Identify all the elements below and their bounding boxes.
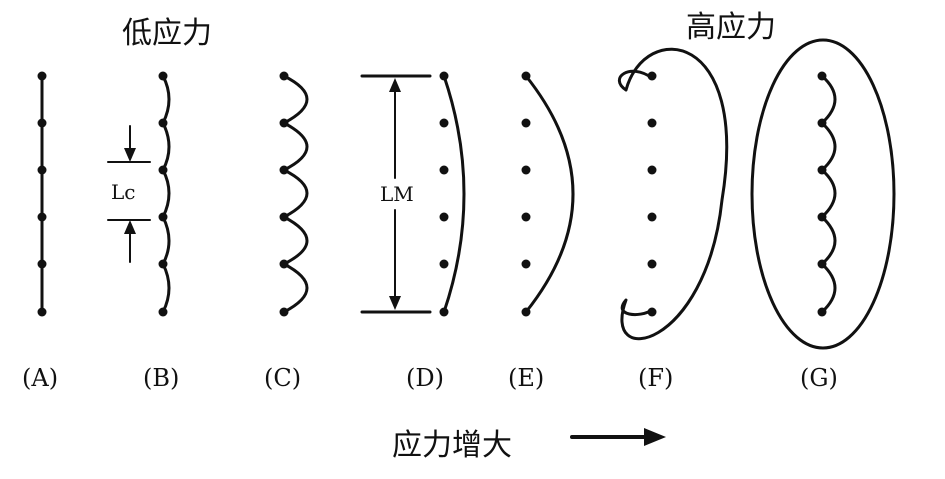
pin-point <box>817 165 827 175</box>
pin-point <box>158 118 168 128</box>
pin-point <box>647 307 657 317</box>
pin-point <box>439 165 449 175</box>
pin-point <box>647 71 657 81</box>
pin-point <box>521 118 531 128</box>
curve-e <box>524 74 575 314</box>
panel-label-d: (D) <box>406 364 444 392</box>
pin-point <box>158 307 168 317</box>
panel-label-a: (A) <box>22 364 59 392</box>
pin-point <box>817 118 827 128</box>
pin-point <box>279 165 289 175</box>
lc-arrowhead-lower <box>124 220 136 234</box>
lm-arrowhead-bottom <box>389 296 401 310</box>
pin-point <box>158 259 168 269</box>
pin-point <box>439 259 449 269</box>
lm-arrowhead-top <box>389 78 401 92</box>
title-high-stress: 高应力 <box>686 10 776 45</box>
pin-point <box>439 118 449 128</box>
pin-point <box>647 259 657 269</box>
panel-label-g: (G) <box>800 364 838 392</box>
pin-point <box>521 307 531 317</box>
curve-f <box>617 47 729 341</box>
pin-point <box>647 165 657 175</box>
pin-point <box>37 118 47 128</box>
pin-point <box>521 165 531 175</box>
title-low-stress: 低应力 <box>122 16 212 51</box>
pin-point <box>37 165 47 175</box>
pin-point <box>521 259 531 269</box>
pin-point <box>279 212 289 222</box>
stress-increase-caption: 应力增大 <box>392 428 512 463</box>
pin-point <box>439 212 449 222</box>
pin-point <box>647 118 657 128</box>
pin-point <box>521 71 531 81</box>
pin-point <box>37 307 47 317</box>
panel-label-b: (B) <box>143 364 180 392</box>
label-lm: LM <box>378 182 416 206</box>
pin-point <box>279 71 289 81</box>
pin-point <box>279 118 289 128</box>
stress-arrowhead <box>644 428 666 446</box>
panel-label-f: (F) <box>638 364 674 392</box>
pin-point <box>158 71 168 81</box>
loop-g <box>750 38 896 350</box>
label-lc: Lc <box>111 180 136 204</box>
curve-d <box>442 74 466 314</box>
curve-c <box>282 74 309 314</box>
pin-point <box>817 307 827 317</box>
pin-point <box>817 71 827 81</box>
lc-arrowhead-upper <box>124 148 136 162</box>
pin-point <box>37 259 47 269</box>
pin-point <box>279 259 289 269</box>
pin-point <box>37 212 47 222</box>
curve-g <box>820 74 837 314</box>
pin-point <box>279 307 289 317</box>
pin-point <box>439 307 449 317</box>
pin-point <box>37 71 47 81</box>
pin-point <box>521 212 531 222</box>
pin-point <box>439 71 449 81</box>
pin-point <box>158 212 168 222</box>
panel-label-c: (C) <box>264 364 302 392</box>
pin-point <box>647 212 657 222</box>
panel-label-e: (E) <box>508 364 545 392</box>
pin-point <box>817 259 827 269</box>
curve-b <box>161 74 171 314</box>
pin-point <box>817 212 827 222</box>
pin-point <box>158 165 168 175</box>
